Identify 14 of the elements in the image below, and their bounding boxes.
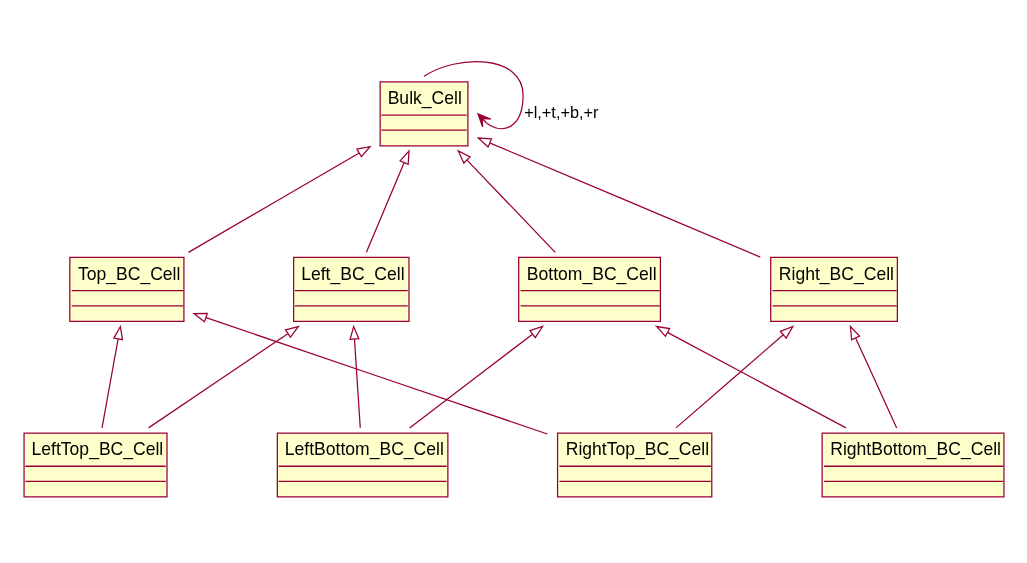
arrow xyxy=(849,324,897,429)
arrow xyxy=(408,325,544,429)
arrow xyxy=(147,325,300,429)
arrow xyxy=(100,324,123,429)
arrow xyxy=(348,324,361,429)
arrow xyxy=(191,312,548,435)
arrow xyxy=(422,61,524,130)
arrow xyxy=(365,149,410,253)
arrow xyxy=(187,145,372,253)
edge-label: +l,+t,+b,+r xyxy=(523,103,598,122)
arrow xyxy=(476,137,761,258)
arrow xyxy=(456,149,556,253)
arrow xyxy=(674,325,794,429)
arrow xyxy=(654,325,847,429)
